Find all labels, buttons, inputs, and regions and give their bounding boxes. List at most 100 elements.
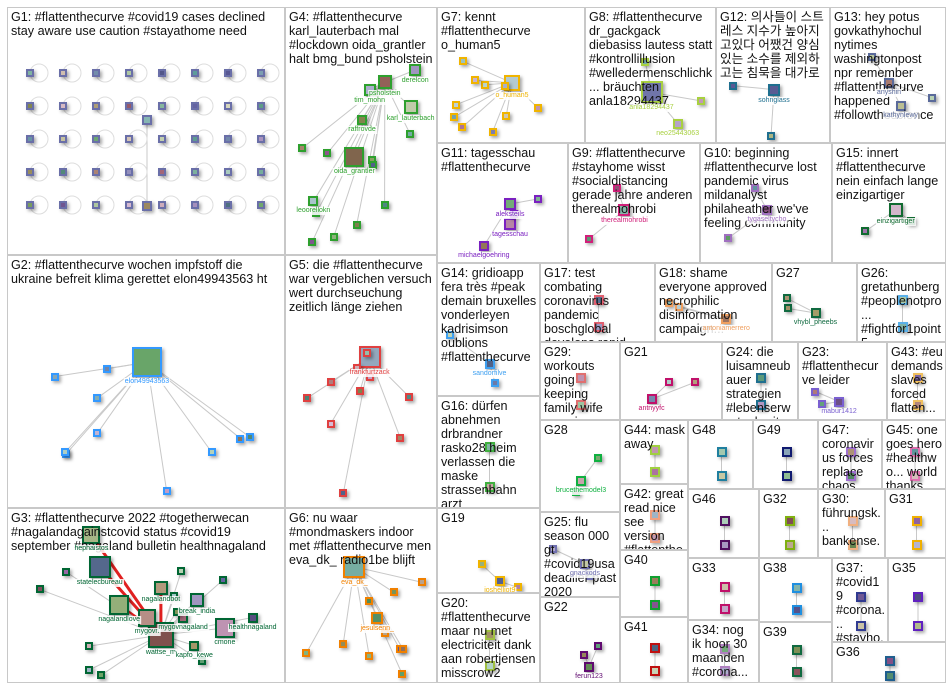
node-avatar[interactable] [650,509,660,520]
node-avatar[interactable] [224,69,232,77]
node-avatar[interactable] [895,100,906,111]
node-avatar[interactable] [756,373,766,384]
node-avatar[interactable] [329,233,338,242]
node-avatar[interactable] [502,111,511,120]
node-avatar[interactable] [783,304,792,313]
node-avatar[interactable] [93,429,102,438]
node-avatar[interactable] [768,83,780,96]
node-avatar[interactable] [488,127,497,136]
node-avatar[interactable] [403,100,418,115]
node-avatar[interactable] [368,160,377,169]
node-avatar[interactable] [323,149,332,158]
node-avatar[interactable] [504,218,517,231]
node-avatar[interactable] [470,76,479,85]
node-avatar[interactable] [59,102,67,110]
node-avatar[interactable] [867,53,876,62]
node-avatar[interactable] [26,168,34,176]
node-avatar[interactable] [362,348,371,357]
node-avatar[interactable] [584,661,594,672]
node-avatar[interactable] [697,96,706,105]
node-avatar[interactable] [26,201,34,209]
node-avatar[interactable] [158,135,166,143]
node-avatar[interactable] [784,540,795,551]
node-avatar[interactable] [650,576,660,587]
node-avatar[interactable] [308,196,319,207]
node-avatar[interactable] [716,471,727,482]
node-avatar[interactable] [224,102,232,110]
node-avatar[interactable] [723,234,732,243]
node-avatar[interactable] [93,394,102,403]
node-avatar[interactable] [913,591,923,602]
node-avatar[interactable] [92,102,100,110]
node-avatar[interactable] [389,588,398,597]
node-avatar[interactable] [343,555,366,578]
node-avatar[interactable] [109,595,130,616]
node-avatar[interactable] [344,146,365,167]
node-avatar[interactable] [458,57,467,66]
node-avatar[interactable] [665,378,674,387]
node-avatar[interactable] [690,378,699,387]
node-avatar[interactable] [484,629,495,640]
node-avatar[interactable] [191,135,199,143]
node-avatar[interactable] [357,114,367,125]
node-avatar[interactable] [584,235,593,244]
node-avatar[interactable] [478,241,489,251]
node-avatar[interactable] [85,642,94,651]
node-avatar[interactable] [445,331,454,340]
node-avatar[interactable] [177,567,186,576]
node-avatar[interactable] [302,648,311,657]
node-avatar[interactable] [125,102,133,110]
node-avatar[interactable] [132,347,162,378]
node-avatar[interactable] [405,392,414,401]
node-avatar[interactable] [397,669,406,678]
node-avatar[interactable] [224,201,232,209]
node-avatar[interactable] [719,540,730,551]
node-avatar[interactable] [675,303,684,312]
node-avatar[interactable] [380,200,389,209]
node-avatar[interactable] [365,651,374,660]
node-avatar[interactable] [534,194,543,203]
node-avatar[interactable] [640,81,663,104]
node-avatar[interactable] [781,447,792,458]
node-avatar[interactable] [224,168,232,176]
node-avatar[interactable] [257,168,265,176]
node-avatar[interactable] [912,373,923,384]
node-avatar[interactable] [26,102,34,110]
node-avatar[interactable] [781,471,792,482]
node-avatar[interactable] [650,599,660,610]
node-avatar[interactable] [618,204,631,216]
node-avatar[interactable] [153,580,168,595]
node-avatar[interactable] [191,102,199,110]
node-avatar[interactable] [856,621,866,632]
node-avatar[interactable] [491,379,500,388]
node-avatar[interactable] [218,576,227,585]
node-avatar[interactable] [856,591,866,602]
node-avatar[interactable] [494,576,505,587]
node-avatar[interactable] [719,666,730,677]
node-avatar[interactable] [92,168,100,176]
node-avatar[interactable] [783,294,792,303]
node-avatar[interactable] [92,69,100,77]
node-avatar[interactable] [245,433,254,442]
node-avatar[interactable] [298,144,307,153]
node-avatar[interactable] [484,442,495,453]
node-avatar[interactable] [846,471,856,482]
node-avatar[interactable] [716,447,727,458]
node-avatar[interactable] [406,130,415,139]
node-avatar[interactable] [888,203,903,217]
node-avatar[interactable] [576,373,586,384]
node-avatar[interactable] [910,471,920,482]
node-avatar[interactable] [191,201,199,209]
node-avatar[interactable] [103,364,112,373]
node-avatar[interactable] [158,168,166,176]
node-avatar[interactable] [125,168,133,176]
node-avatar[interactable] [355,387,364,396]
node-avatar[interactable] [811,387,820,396]
node-avatar[interactable] [580,559,590,569]
node-avatar[interactable] [913,621,923,632]
node-avatar[interactable] [398,644,407,653]
node-avatar[interactable] [897,294,908,305]
node-avatar[interactable] [594,453,602,462]
node-avatar[interactable] [818,400,827,409]
node-avatar[interactable] [224,135,232,143]
